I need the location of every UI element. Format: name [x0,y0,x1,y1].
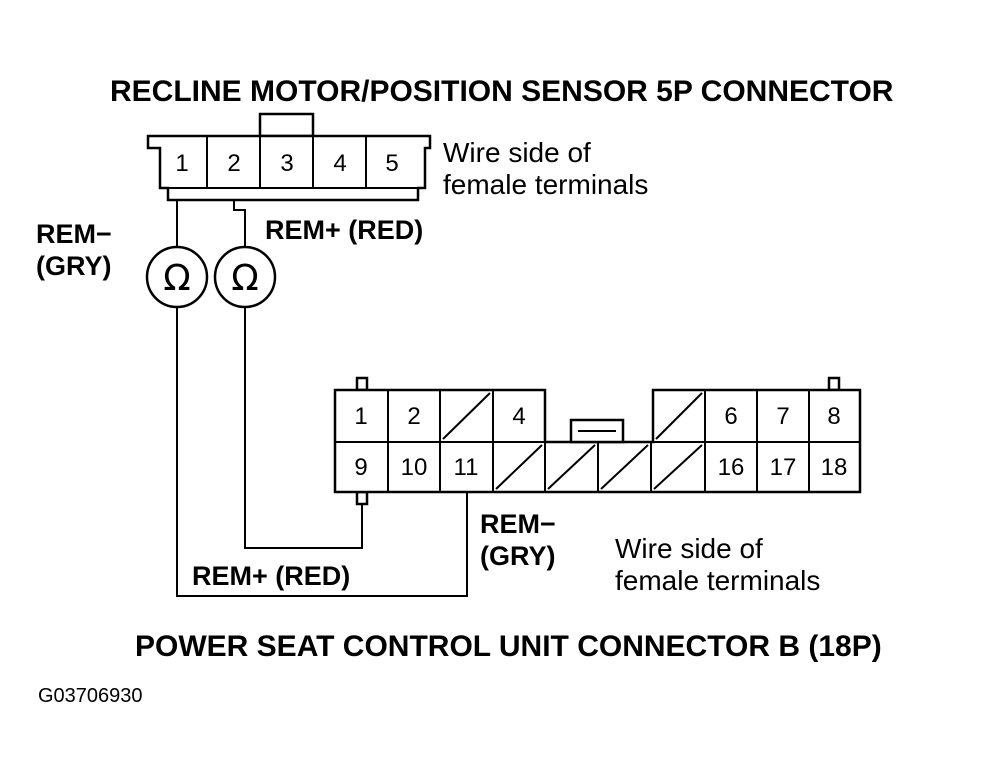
unused-cavity-mark [600,444,649,490]
top-connector-title: RECLINE MOTOR/POSITION SENSOR 5P CONNECT… [110,75,894,108]
top-pin-3: 3 [280,150,293,177]
bottom-pin-1: 1 [354,403,367,430]
unused-cavity-mark [547,444,596,490]
bottom-pin-18: 18 [821,454,848,481]
top-note-line1: Wire side of [443,137,591,168]
top-pin-5: 5 [385,150,398,177]
top-connector-lock-tab [258,112,315,138]
ohmmeter-right: Ω [213,245,277,309]
bottom-rem-minus-line2: (GRY) [480,541,556,571]
bottom-pin-17: 17 [770,454,797,481]
rem-minus-label-line2: (GRY) [36,251,112,281]
test-leads [176,200,468,597]
figure-code: G03706930 [38,685,143,707]
bottom-pin-7: 7 [776,403,789,430]
top-connector-body [146,134,432,202]
unused-cavity-mark [655,392,703,440]
bottom-note-line1: Wire side of [615,533,763,564]
ohmmeter-left: Ω [145,245,209,309]
bottom-rem-plus-label: REM+ (RED) [192,561,350,591]
top-connector: 1 2 3 4 5 [146,112,432,202]
top-pin-2: 2 [227,150,240,177]
bottom-pin-2: 2 [407,403,420,430]
bottom-pin-11: 11 [454,454,479,481]
unused-cavity-mark [653,444,703,490]
rem-minus-label-line1: REM− [36,219,112,249]
unused-cavity-mark [495,444,543,490]
bottom-pin-4: 4 [512,403,525,430]
ohm-icon: Ω [231,258,259,299]
bottom-rem-minus-line1: REM− [480,509,556,539]
bottom-pin-8: 8 [827,403,840,430]
unused-cavity-mark [442,392,491,440]
bottom-connector: 1 2 4 6 7 8 9 10 11 16 17 18 [333,376,862,506]
bottom-pin-10: 10 [401,454,428,481]
bottom-note-line2: female terminals [615,565,820,596]
top-note-line2: female terminals [443,169,648,200]
bottom-pin-9: 9 [354,454,367,481]
top-pin-4: 4 [333,150,346,177]
bottom-connector-title: POWER SEAT CONTROL UNIT CONNECTOR B (18P… [135,630,882,663]
bottom-pin-16: 16 [718,454,745,481]
top-pin-1: 1 [175,150,188,177]
ohm-icon: Ω [163,258,191,299]
rem-plus-label: REM+ (RED) [265,215,423,245]
bottom-pin-6: 6 [724,403,737,430]
